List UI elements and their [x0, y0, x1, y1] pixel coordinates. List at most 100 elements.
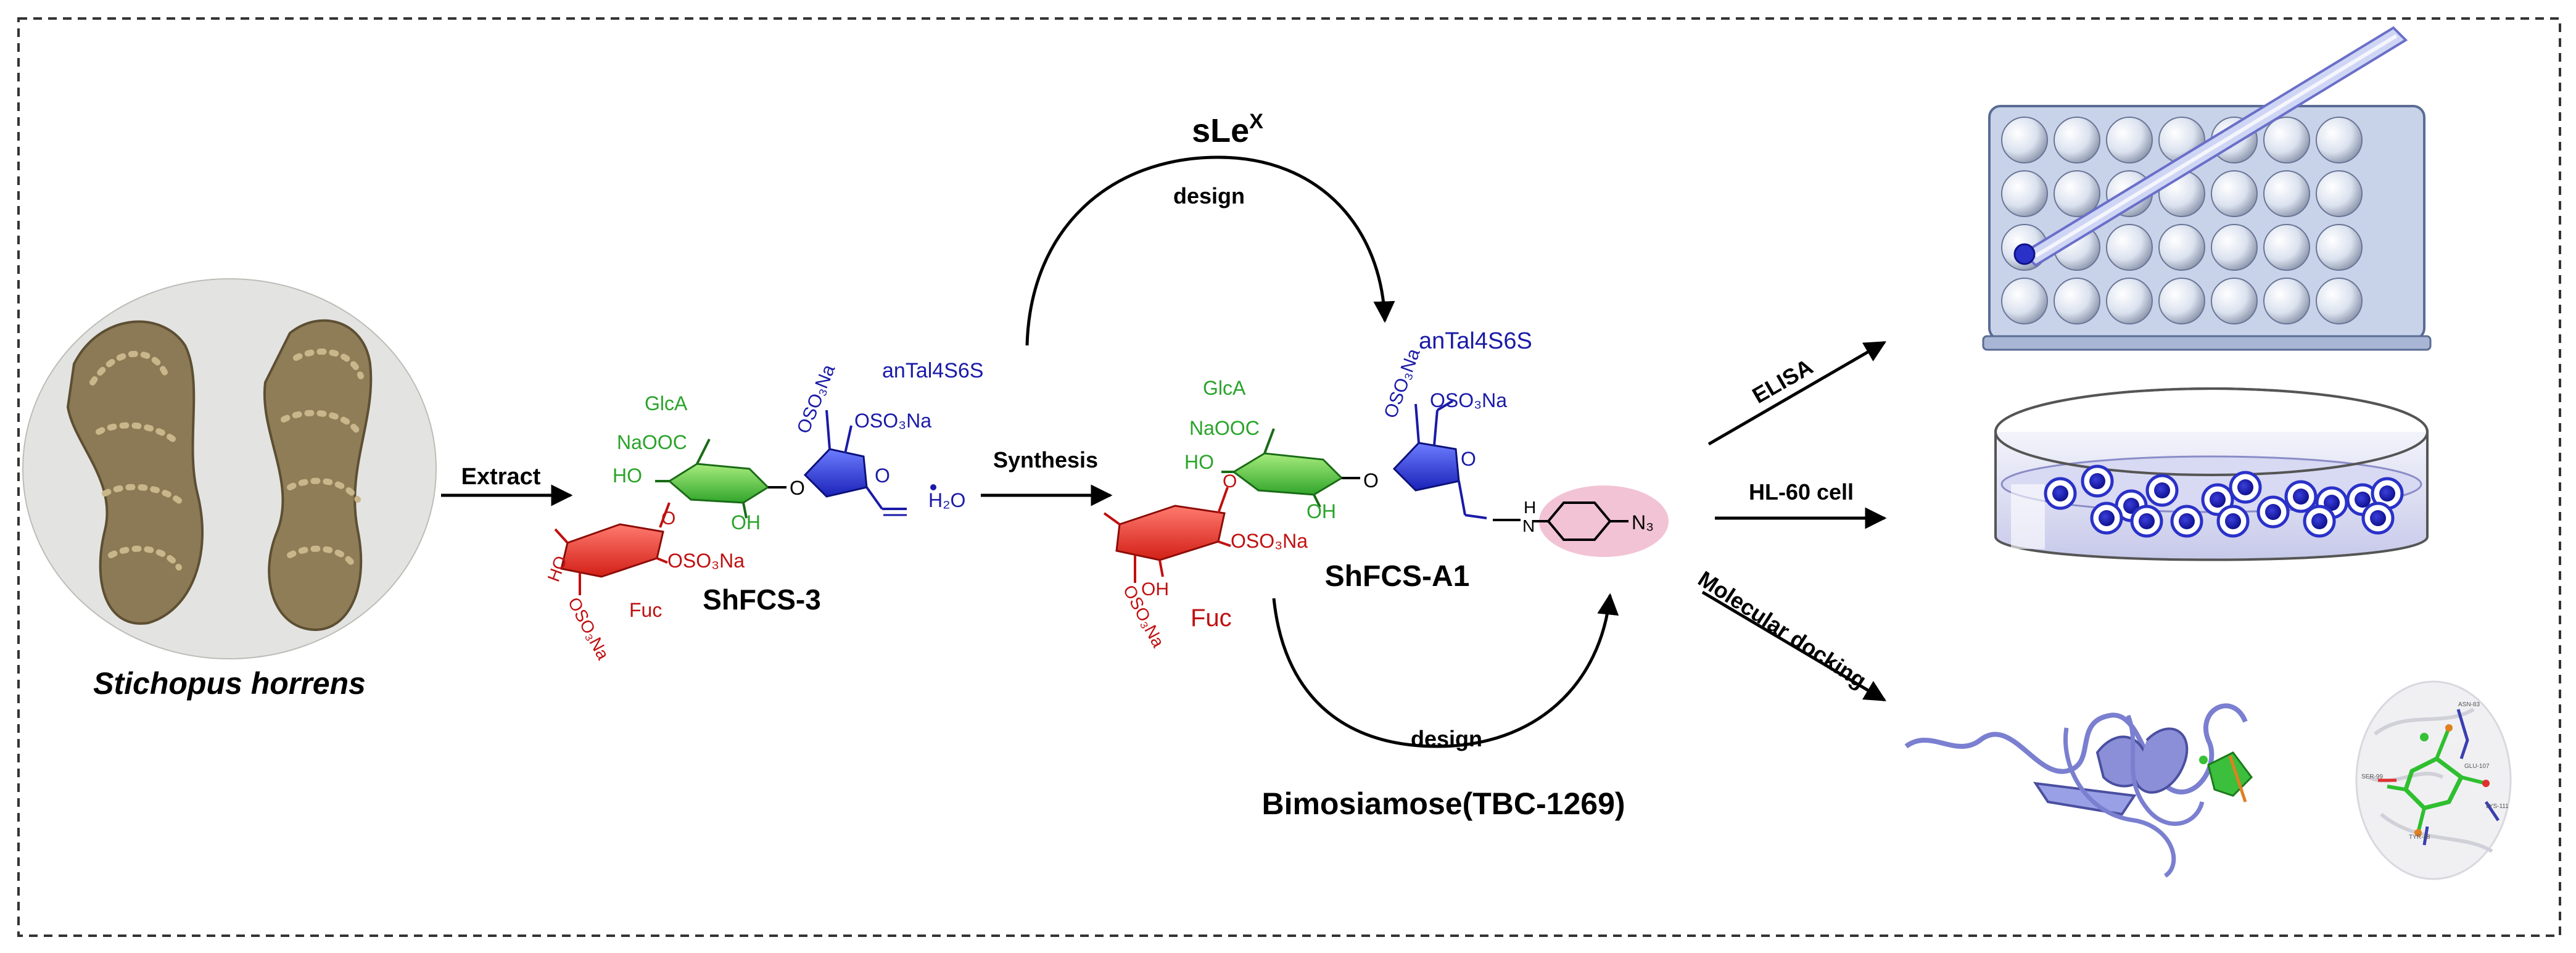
antal-ring-1	[803, 448, 868, 498]
c2-naooc-label: NaOOC	[1189, 417, 1260, 439]
hl60-cell	[2303, 505, 2336, 538]
c2-oso3na-diag: OSO₃Na	[1381, 346, 1424, 421]
species-name: Stichopus horrens	[93, 666, 366, 701]
antal-ring-2	[1392, 442, 1460, 492]
docking-label: Molecular docking	[1694, 566, 1871, 693]
plate-well	[2054, 278, 2100, 324]
plate-well	[2263, 170, 2310, 217]
svg-text:O: O	[1223, 471, 1237, 492]
plate-well	[2263, 224, 2310, 271]
plate-well	[2001, 117, 2048, 163]
plate-well	[2001, 170, 2048, 217]
slex-base: sLe	[1192, 112, 1249, 149]
plate-well	[2316, 224, 2363, 271]
slex-label: sLeX	[1192, 110, 1263, 149]
c2-antal-label: anTal4S6S	[1419, 328, 1532, 354]
hl60-cell	[2256, 495, 2290, 529]
c2-oso3na-fuc2: OSO₃Na	[1231, 530, 1308, 552]
design-bottom-label: design	[1411, 726, 1482, 751]
extract-label: Extract	[461, 464, 541, 490]
protein-ribbon	[1904, 703, 2253, 878]
c2-nh-n: N	[1522, 516, 1535, 535]
hl60-cell	[2216, 505, 2250, 538]
hl60-label: HL-60 cell	[1749, 479, 1854, 505]
hl60-cell	[2170, 505, 2203, 538]
elisa-plate	[1982, 105, 2432, 351]
design-top-label: design	[1173, 183, 1245, 208]
pipette	[2013, 26, 2408, 267]
hl60-cell	[2044, 477, 2077, 510]
plate-well	[2158, 224, 2205, 271]
hl60-cell	[2361, 501, 2395, 535]
c2-oso3na-top: OSO₃Na	[1430, 389, 1507, 411]
plate-well	[2316, 278, 2363, 324]
bimosiamose-label: Bimosiamose(TBC-1269)	[1261, 786, 1625, 821]
c1-ho-label: HO	[613, 464, 642, 487]
residue-label-4: TYR-48	[2409, 834, 2430, 841]
svg-text:O: O	[790, 477, 805, 499]
elisa-arrow	[1707, 340, 1887, 446]
figure-border	[17, 17, 2561, 937]
binding-site	[2355, 680, 2512, 880]
c1-antal-label: anTal4S6S	[882, 359, 983, 382]
residue-label-1: GLU-107	[2464, 763, 2490, 770]
c1-hydrate-dot	[930, 484, 936, 490]
plate-well	[2211, 170, 2258, 217]
svg-text:O: O	[875, 464, 890, 487]
sea-cucumber-photo	[22, 278, 437, 659]
svg-text:O: O	[1461, 448, 1476, 470]
c1-fuc-label: Fuc	[629, 599, 662, 621]
glca-ring-2	[1232, 452, 1344, 496]
hl60-cell	[2229, 471, 2262, 504]
plate-well	[2158, 278, 2205, 324]
synthesis-label: Synthesis	[993, 447, 1098, 472]
hl60-cell	[2130, 505, 2163, 538]
residue-label-0: ASN-83	[2458, 701, 2480, 708]
plate-well	[2054, 117, 2100, 163]
c2-name: ShFCS-A1	[1325, 560, 1470, 593]
c2-ho-label: HO	[1184, 451, 1214, 473]
design-arc-top	[1025, 155, 1395, 346]
c2-fuc-label: Fuc	[1191, 604, 1232, 632]
glca-ring-1	[667, 463, 770, 504]
fuc-ring-2	[1115, 505, 1226, 561]
hl60-cell	[2090, 501, 2123, 535]
c1-oh-label: OH	[731, 511, 761, 534]
docking-arrow	[1701, 590, 1887, 702]
c1-glca-label: GlcA	[645, 392, 688, 415]
c1-oso3na-diag: OSO₃Na	[793, 361, 840, 436]
c2-nh-h: H	[1524, 498, 1536, 517]
hl60-cell	[2284, 480, 2318, 513]
plate-well	[2263, 117, 2310, 163]
fuc-ring-1	[560, 523, 664, 578]
c2-oh-fuc: OH	[1141, 579, 1169, 600]
c2-glca-label: GlcA	[1203, 377, 1246, 399]
plate-well	[2106, 117, 2153, 163]
c1-hydrate: H₂O	[928, 489, 965, 511]
plate-well	[2106, 278, 2153, 324]
hl60-cell	[2145, 474, 2179, 507]
plate-well	[2054, 170, 2100, 217]
plate-well	[2106, 224, 2153, 271]
design-arc-bottom	[1272, 593, 1619, 748]
slex-sup: X	[1249, 110, 1263, 133]
c2-oh-label: OH	[1307, 500, 1336, 522]
residue-label-3: LYS-111	[2486, 803, 2509, 810]
c1-oso3na-top: OSO₃Na	[854, 410, 931, 432]
c1-oso3na-fuc2: OSO₃Na	[667, 550, 745, 572]
plate-well	[2001, 278, 2048, 324]
svg-text:O: O	[661, 508, 675, 529]
c1-oso3na-fuc-bottom: OSO₃Na	[564, 594, 613, 663]
residue-label-2: SER-99	[2361, 774, 2383, 780]
plate-well	[2316, 170, 2363, 217]
plate-well	[2211, 224, 2258, 271]
c2-azide: N₃	[1632, 511, 1654, 534]
plate-well	[2263, 278, 2310, 324]
compound-shfcsa1: O O O	[1103, 400, 1669, 583]
plate-well	[2211, 278, 2258, 324]
svg-text:O: O	[1363, 469, 1379, 492]
compound-shfcs3: O O O	[554, 410, 907, 595]
hl60-cell	[2081, 464, 2114, 498]
petri-dish	[1994, 387, 2429, 561]
